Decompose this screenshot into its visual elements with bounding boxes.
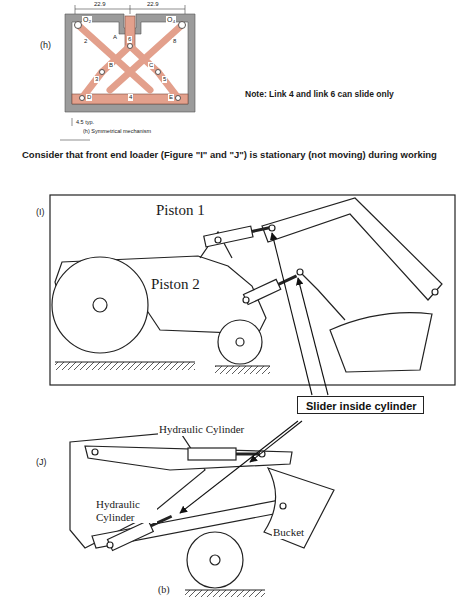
callout-box: Slider inside cylinder xyxy=(297,396,424,414)
part-label: Bucket xyxy=(272,526,305,539)
figure-tag: (I) xyxy=(36,207,45,217)
dimension: 4.5 typ. xyxy=(75,119,95,125)
part-label: Piston 2 xyxy=(150,276,201,293)
joint-label: B xyxy=(108,62,114,69)
link-number: 2 xyxy=(83,38,88,45)
joint-label: C xyxy=(148,62,154,69)
figure-caption: (h) Symmetrical mechanism xyxy=(82,128,152,134)
link-number: 8 xyxy=(172,38,177,45)
dimension: 22.9 xyxy=(146,1,160,8)
callout-text: Slider inside cylinder xyxy=(306,400,415,412)
link-number: 6 xyxy=(127,36,132,43)
loader-figure-j xyxy=(70,432,334,597)
note: Note: Link 4 and link 6 can slide only xyxy=(245,90,394,100)
joint-label: E xyxy=(168,94,174,101)
joint-label: D xyxy=(86,94,92,101)
callout-arrows xyxy=(180,233,328,513)
figure-tag: (h) xyxy=(40,40,51,50)
pivot-label: O₄ xyxy=(166,16,176,24)
figure-tag: (b) xyxy=(158,584,170,596)
part-label: Piston 1 xyxy=(155,202,206,219)
link-number: 3 xyxy=(94,76,99,83)
loader-figure-i xyxy=(50,195,455,385)
dimension: 22.9 xyxy=(93,1,107,8)
link-number: 4 xyxy=(128,94,133,101)
instruction: Consider that front end loader (Figure "… xyxy=(22,150,462,161)
part-label: Hydraulic Cylinder xyxy=(95,498,157,523)
link-number: 5 xyxy=(162,76,167,83)
part-label: Hydraulic Cylinder xyxy=(158,423,245,436)
mechanism-figure xyxy=(60,5,195,140)
pivot-label: O₂ xyxy=(82,16,92,24)
figure-tag: (J) xyxy=(36,457,47,467)
joint-label: A xyxy=(112,34,118,41)
